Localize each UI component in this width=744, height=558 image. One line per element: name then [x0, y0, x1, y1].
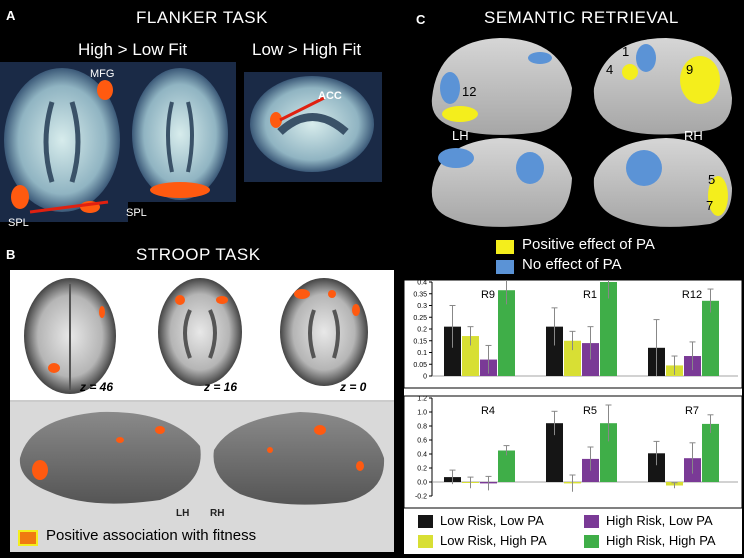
semantic-rh-medial	[593, 138, 732, 227]
stroop-brain-images	[10, 270, 394, 552]
z-label-46: z = 46	[80, 380, 114, 394]
stroop-lateral-lh	[19, 411, 201, 504]
chart-frame-0	[404, 280, 742, 389]
chart-legend-swatch-2	[418, 535, 433, 548]
y-tick-label: 0.1	[417, 350, 427, 357]
chart-legend-swatch-1	[584, 515, 599, 528]
y-tick-label: 0.6	[417, 438, 427, 445]
region-label-r12: R12	[682, 289, 702, 301]
legend-swatch-no-effect	[496, 260, 514, 274]
panel-b-title: STROOP TASK	[136, 245, 261, 264]
chart-legend-label-3: High Risk, High PA	[606, 533, 716, 548]
semantic-label-rh: RH	[684, 128, 703, 143]
y-tick-label: 0.0	[417, 480, 427, 487]
spl-pointer	[29, 200, 109, 214]
y-tick-label: 0	[423, 374, 427, 381]
semantic-brain-surfaces	[431, 38, 732, 227]
y-tick-label: 0.8	[417, 424, 427, 431]
region-5: 5	[708, 172, 716, 187]
semantic-lh-medial	[431, 138, 572, 227]
stroop-legend-text: Positive association with fitness	[46, 527, 257, 544]
panel-a-letter: A	[6, 8, 16, 23]
y-tick-label: 1.2	[417, 396, 427, 403]
label-mfg: MFG	[90, 68, 115, 80]
chart-frame-1	[404, 395, 742, 509]
bar	[648, 453, 665, 482]
bar	[564, 340, 581, 376]
bar	[546, 326, 563, 376]
flanker-axial-slice-1	[0, 62, 128, 222]
semantic-label-lh: LH	[452, 128, 469, 143]
panel-c-title: SEMANTIC RETRIEVAL	[484, 8, 679, 27]
flanker-brain-slices	[0, 62, 382, 222]
mfg-activation	[97, 80, 113, 100]
panel-b-letter: B	[6, 247, 16, 262]
stroop-lateral-rh	[213, 412, 385, 505]
stroop-label-lh: LH	[176, 508, 190, 519]
z-label-16: z = 16	[204, 380, 238, 394]
acc-pointer	[279, 96, 325, 122]
chart-legend-label-1: High Risk, Low PA	[606, 513, 713, 528]
legend-swatch-positive	[496, 240, 514, 254]
panel-a-subtitle-left: High > Low Fit	[78, 40, 188, 59]
region-label-r5: R5	[583, 405, 597, 417]
region-1: 1	[622, 44, 630, 59]
bar	[600, 282, 617, 376]
legend-text-positive: Positive effect of PA	[522, 236, 655, 253]
region-label-r9: R9	[481, 289, 495, 301]
stroop-axial-z0	[280, 278, 368, 386]
region-label-r1: R1	[583, 289, 597, 301]
bar	[546, 423, 563, 482]
label-acc: ACC	[318, 90, 342, 102]
stroop-label-rh: RH	[210, 508, 225, 519]
chart-legend-label-2: Low Risk, High PA	[440, 533, 547, 548]
stroop-axial-z46	[24, 278, 116, 394]
region-12: 12	[462, 84, 477, 99]
flanker-sagittal-slice	[244, 72, 382, 182]
bar	[600, 423, 617, 482]
bar	[702, 423, 719, 482]
bar	[498, 290, 515, 376]
y-tick-label: 0.2	[417, 466, 427, 473]
region-7: 7	[706, 198, 714, 213]
region-label-r4: R4	[481, 405, 495, 417]
bar	[444, 326, 461, 376]
bar	[702, 300, 719, 376]
bar	[462, 336, 479, 376]
stroop-axial-z16	[158, 278, 242, 386]
y-tick-label: 0.2	[417, 327, 427, 334]
label-spl-mid: SPL	[126, 207, 147, 219]
bar	[498, 450, 515, 482]
chart-legend-swatch-3	[584, 535, 599, 548]
semantic-lh-lateral	[431, 38, 572, 135]
y-tick-label: 0.3	[417, 303, 427, 310]
stroop-legend-swatch	[18, 530, 38, 546]
y-tick-label: 0.05	[413, 362, 427, 369]
z-label-0: z = 0	[340, 380, 367, 394]
panel-c-letter: C	[416, 12, 426, 27]
chart-legend-label-0: Low Risk, Low PA	[440, 513, 544, 528]
flanker-axial-slice-2	[128, 62, 236, 202]
panel-a-subtitle-right: Low > High Fit	[252, 40, 362, 59]
semantic-rh-lateral	[593, 38, 732, 135]
legend-text-no-effect: No effect of PA	[522, 256, 622, 273]
region-9: 9	[686, 62, 694, 77]
region-4: 4	[606, 62, 614, 77]
y-tick-label: 0.25	[413, 315, 427, 322]
y-tick-label: 0.35	[413, 291, 427, 298]
acc-activation	[270, 112, 282, 128]
y-tick-label: 1.0	[417, 410, 427, 417]
y-tick-label: 0.4	[417, 452, 427, 459]
y-tick-label: 0.15	[413, 338, 427, 345]
y-tick-label: -0.2	[415, 494, 427, 501]
panel-a-title: FLANKER TASK	[136, 8, 268, 27]
label-spl-left: SPL	[8, 217, 29, 229]
chart-legend-swatch-0	[418, 515, 433, 528]
y-tick-label: 0.4	[417, 280, 427, 287]
region-label-r7: R7	[685, 405, 699, 417]
